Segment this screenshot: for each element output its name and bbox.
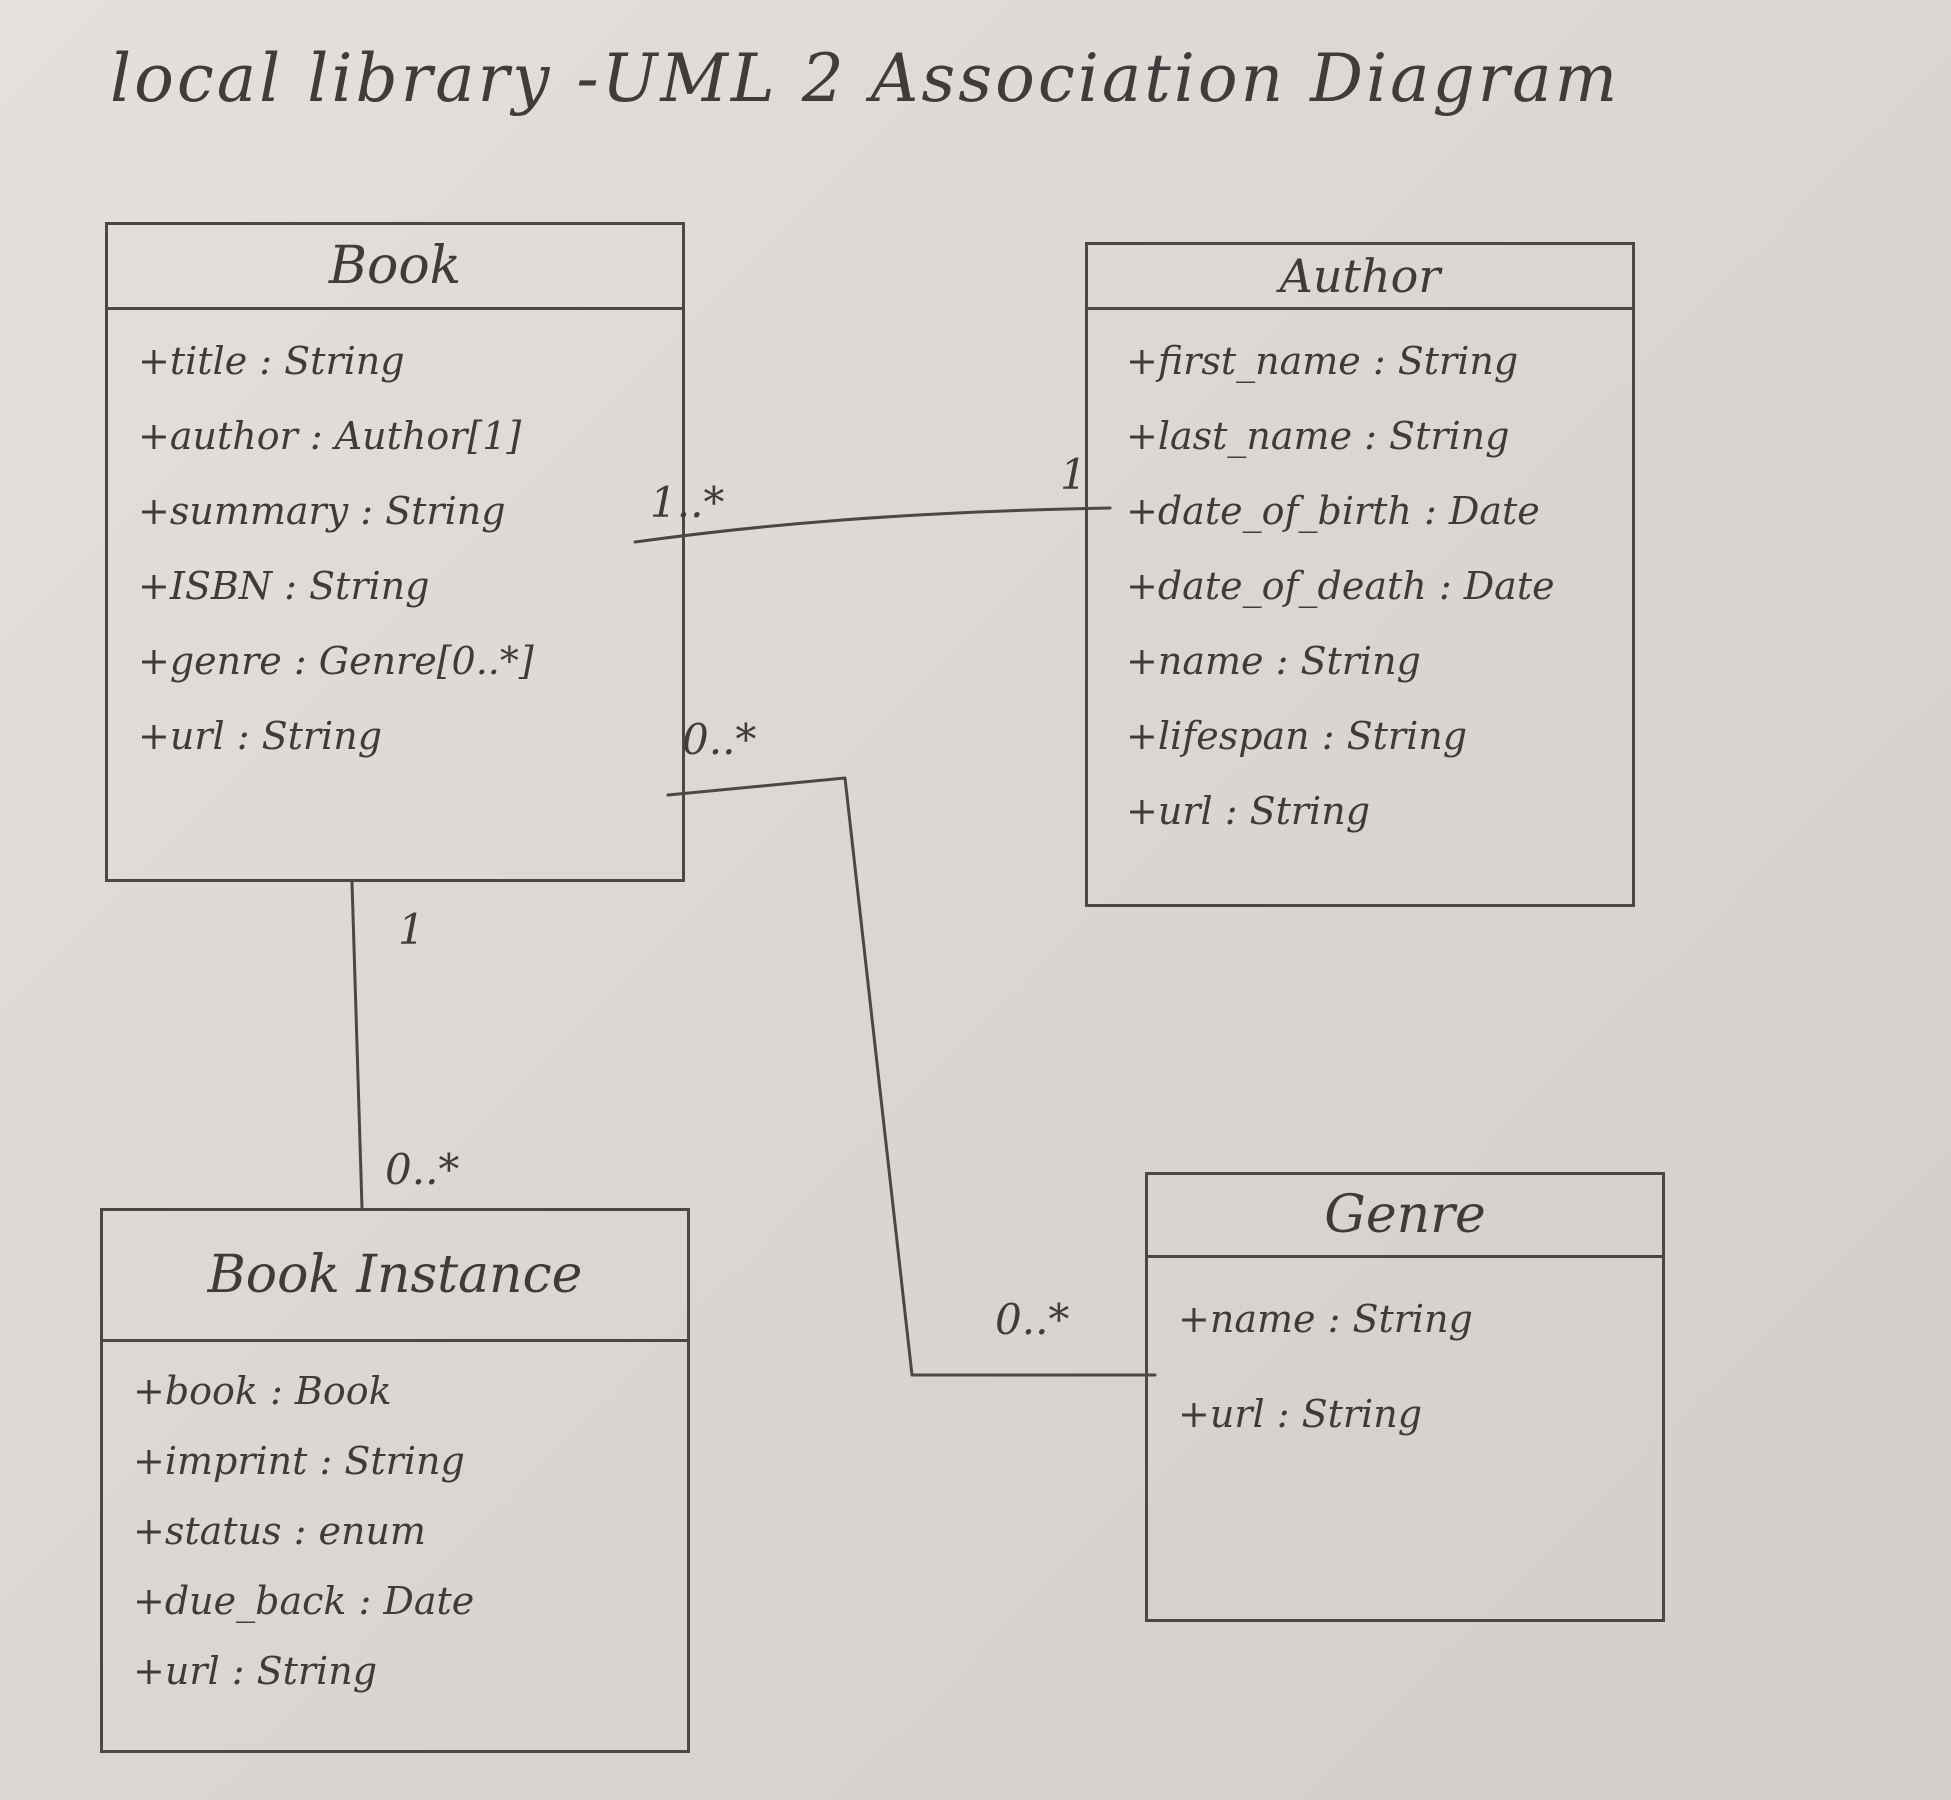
attribute: +genre : Genre[0..*] bbox=[138, 639, 534, 683]
class-book-attributes: +title : String +author : Author[1] +sum… bbox=[108, 310, 682, 774]
class-genre-attributes: +name : String +url : String bbox=[1148, 1258, 1662, 1462]
class-author-name: Author bbox=[1088, 245, 1632, 310]
class-author-attributes: +first_name : String +last_name : String… bbox=[1088, 310, 1632, 849]
attribute: +due_back : Date bbox=[133, 1579, 475, 1623]
attribute: +first_name : String bbox=[1126, 339, 1519, 383]
attribute: +summary : String bbox=[138, 489, 506, 533]
book-genre-line bbox=[666, 776, 1157, 1377]
attribute: +book : Book bbox=[133, 1369, 392, 1413]
attribute: +url : String bbox=[1178, 1392, 1423, 1436]
attribute: +lifespan : String bbox=[1126, 714, 1468, 758]
attribute: +name : String bbox=[1126, 639, 1421, 683]
diagram-title: local library -UML 2 Association Diagram bbox=[110, 40, 1621, 117]
class-book-instance-name: Book Instance bbox=[103, 1211, 687, 1342]
class-book-instance: Book Instance +book : Book +imprint : St… bbox=[100, 1208, 690, 1753]
attribute: +name : String bbox=[1178, 1297, 1473, 1341]
multiplicity-book-author-author-end: 1 bbox=[1060, 450, 1087, 499]
attribute: +date_of_death : Date bbox=[1126, 564, 1555, 608]
attribute: +ISBN : String bbox=[138, 564, 430, 608]
class-book-name: Book bbox=[108, 225, 682, 310]
class-book-instance-attributes: +book : Book +imprint : String +status :… bbox=[103, 1342, 687, 1706]
class-genre-name: Genre bbox=[1148, 1175, 1662, 1258]
attribute: +last_name : String bbox=[1126, 414, 1510, 458]
multiplicity-book-instance-book-end: 1 bbox=[398, 905, 425, 954]
attribute: +url : String bbox=[138, 714, 383, 758]
class-book: Book +title : String +author : Author[1]… bbox=[105, 222, 685, 882]
class-author: Author +first_name : String +last_name :… bbox=[1085, 242, 1635, 907]
book-bookinstance-line bbox=[350, 880, 364, 1210]
book-author-line bbox=[633, 506, 1112, 544]
multiplicity-book-author-book-end: 1..* bbox=[650, 478, 725, 527]
attribute: +date_of_birth : Date bbox=[1126, 489, 1540, 533]
attribute: +imprint : String bbox=[133, 1439, 465, 1483]
attribute: +url : String bbox=[133, 1649, 378, 1693]
attribute: +title : String bbox=[138, 339, 405, 383]
attribute: +status : enum bbox=[133, 1509, 426, 1553]
class-genre: Genre +name : String +url : String bbox=[1145, 1172, 1665, 1622]
attribute: +url : String bbox=[1126, 789, 1371, 833]
attribute: +author : Author[1] bbox=[138, 414, 522, 458]
multiplicity-book-genre-genre-end: 0..* bbox=[995, 1295, 1070, 1344]
multiplicity-book-instance-instance-end: 0..* bbox=[385, 1145, 460, 1194]
multiplicity-book-genre-book-end: 0..* bbox=[682, 715, 757, 764]
